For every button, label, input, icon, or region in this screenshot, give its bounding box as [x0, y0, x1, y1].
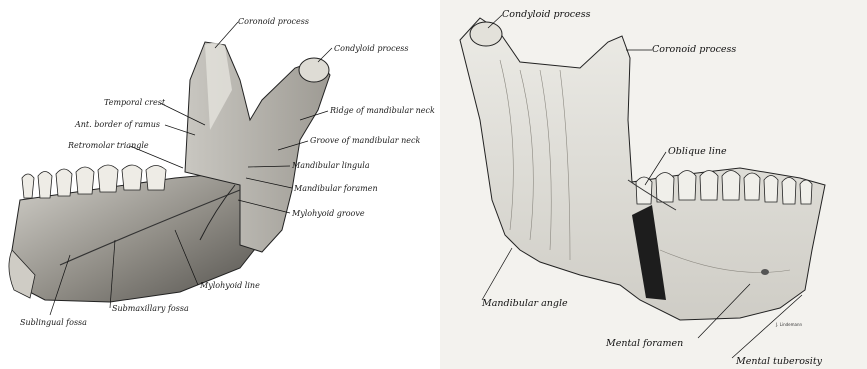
label-submaxillary-fossa: Submaxillary fossa [112, 304, 189, 313]
label-condyloid-process: Condyloid process [334, 44, 409, 53]
label-temporal-crest: Temporal crest [104, 98, 165, 107]
label-groove-mandibular-neck: Groove of mandibular neck [310, 136, 420, 145]
label-mylohyoid-groove: Mylohyoid groove [292, 209, 365, 218]
label-oblique-line: Oblique line [668, 146, 727, 157]
label-mandibular-foramen: Mandibular foramen [294, 184, 378, 193]
mental-foramen-dot [761, 269, 769, 275]
artist-signature-right: J. Lindemann [775, 322, 802, 327]
label-lateral-condyloid-process: Condyloid process [502, 9, 591, 20]
label-mandibular-angle: Mandibular angle [482, 298, 568, 309]
label-sublingual-fossa: Sublingual fossa [20, 318, 87, 327]
label-lateral-coronoid-process: Coronoid process [652, 44, 736, 55]
condyle [299, 58, 329, 82]
label-mental-foramen: Mental foramen [606, 338, 683, 349]
label-mental-tuberosity: Mental tuberosity [736, 356, 822, 367]
lateral-condyle [470, 22, 502, 46]
lateral-mandible-drawing: J. Lindemann [440, 0, 867, 369]
label-retromolar-triangle: Retromolar triangle [68, 141, 149, 150]
label-ant-border-ramus: Ant. border of ramus [75, 120, 160, 129]
label-mylohyoid-line: Mylohyoid line [200, 281, 260, 290]
medial-view-panel: Coronoid process Condyloid process Tempo… [0, 0, 440, 369]
label-mandibular-lingula: Mandibular lingula [292, 161, 370, 170]
lateral-view-panel: J. Lindemann Condyloid process Coronoid … [440, 0, 867, 369]
label-ridge-mandibular-neck: Ridge of mandibular neck [330, 106, 435, 115]
label-coronoid-process: Coronoid process [238, 17, 309, 26]
